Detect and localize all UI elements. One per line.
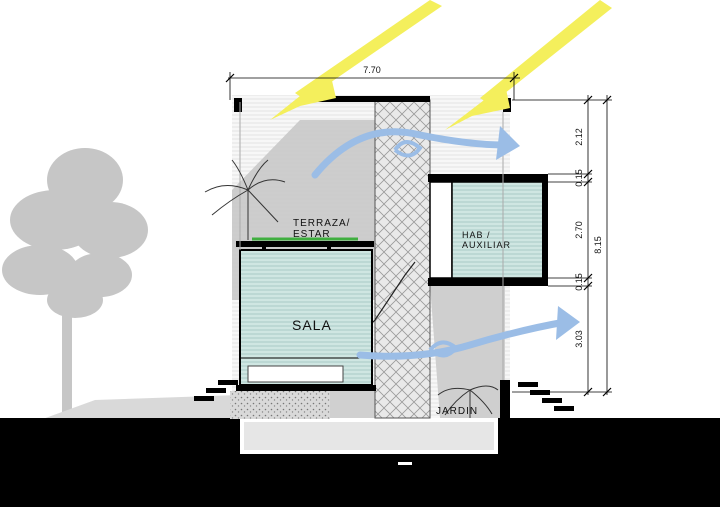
steps-left <box>194 380 238 401</box>
label-room-2: AUXILIAR <box>462 240 511 250</box>
ground-slab <box>236 385 376 391</box>
shadow-plane-lower <box>430 285 505 418</box>
dim-room-height: 2.70 <box>574 221 584 239</box>
dim-total-width: 7.70 <box>363 65 381 75</box>
label-garden: JARDIN <box>436 406 478 417</box>
roof-post-left <box>234 98 242 112</box>
label-terrace-1: TERRAZA/ <box>293 218 350 229</box>
gravel-bed <box>230 391 330 419</box>
dimension-heights <box>512 95 612 397</box>
sofa-icon <box>247 365 344 383</box>
dim-upper: 2.12 <box>574 128 584 146</box>
dim-slab-top: 0.15 <box>574 169 584 187</box>
terrace-slab <box>236 241 374 247</box>
steps-right <box>518 382 574 411</box>
room-lower-slab <box>428 278 548 286</box>
dim-total-height: 8.15 <box>593 236 603 254</box>
label-living: SALA <box>292 317 332 333</box>
dim-slab-bottom: 0.15 <box>574 273 584 291</box>
tree-icon <box>2 148 148 420</box>
roof-slab <box>318 96 430 102</box>
airflow-arrowheads <box>496 126 580 340</box>
garden-palm-icon <box>437 385 499 418</box>
foundation-fill <box>244 422 494 450</box>
garden-post <box>500 380 510 418</box>
living-room-glazing <box>239 249 373 386</box>
palm-icon <box>204 159 286 240</box>
room-wall <box>429 181 453 279</box>
label-terrace-2: ESTAR <box>293 229 331 240</box>
dimension-width: 7.70 <box>225 65 520 100</box>
terrain-slope <box>40 395 240 420</box>
airflow-arrows <box>311 128 569 360</box>
ground-mark <box>398 462 412 465</box>
label-room-1: HAB / <box>462 230 491 240</box>
room-upper-slab <box>428 174 548 182</box>
dim-lower: 3.03 <box>574 330 584 348</box>
